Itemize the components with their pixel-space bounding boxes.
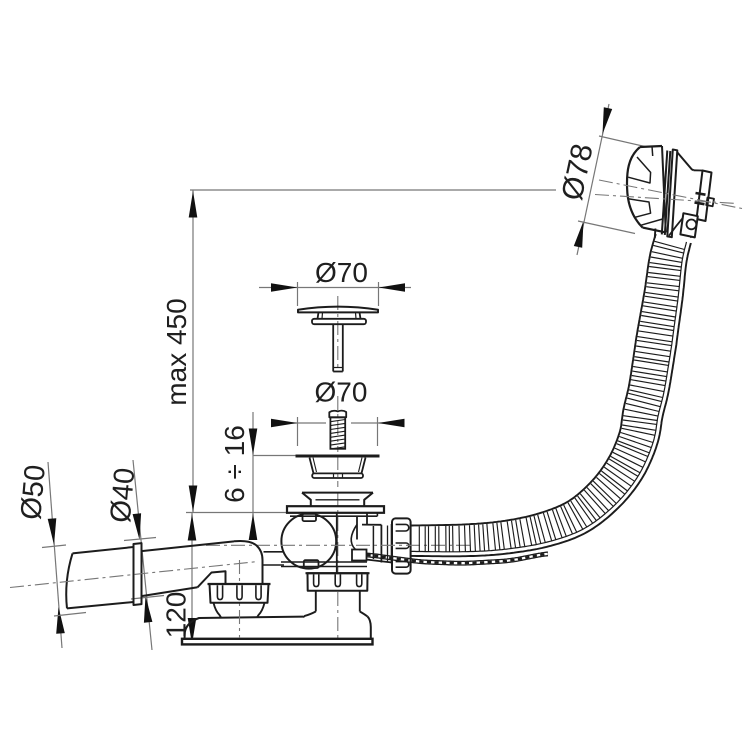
svg-text:Ø40: Ø40 — [105, 467, 142, 524]
svg-text:Ø70: Ø70 — [315, 257, 368, 288]
svg-text:max 450: max 450 — [161, 298, 192, 405]
svg-text:120: 120 — [161, 592, 192, 639]
svg-text:6 ÷ 16: 6 ÷ 16 — [219, 425, 250, 503]
svg-text:Ø50: Ø50 — [15, 464, 52, 521]
svg-text:Ø70: Ø70 — [315, 377, 368, 408]
